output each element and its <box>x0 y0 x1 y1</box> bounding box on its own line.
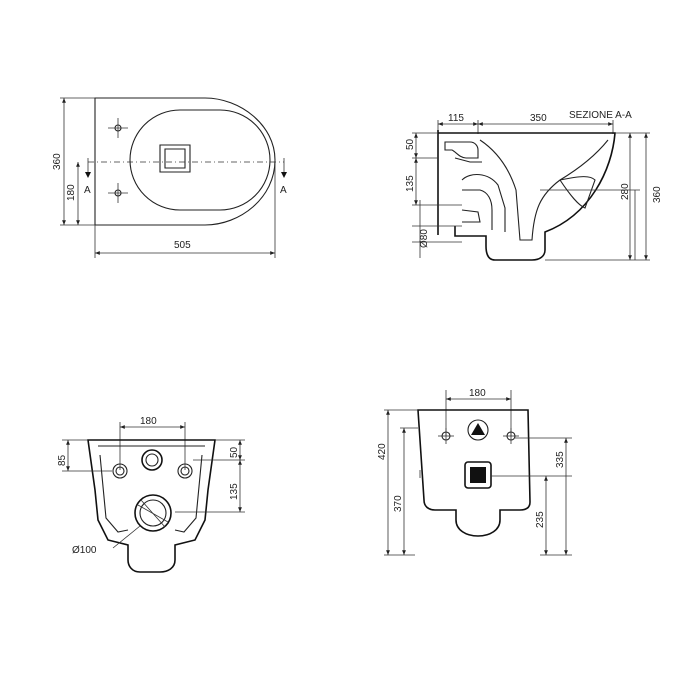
section-dim-pipe-text: Ø80 <box>419 229 430 248</box>
section-view: SEZIONE A-A 115 350 50 135 Ø80 <box>405 110 663 261</box>
section-rim-detail <box>559 176 596 209</box>
rear-fixing-hole-left <box>112 463 128 479</box>
section-trap <box>461 174 506 232</box>
top-view-dim-180-text: 180 <box>66 184 77 201</box>
rear-flush-inlet <box>141 449 163 471</box>
top-view: A A 360 180 505 <box>52 97 287 258</box>
rear-dim-outlet-leader <box>112 525 141 549</box>
section-dim-350-text: 350 <box>530 113 547 124</box>
section-outer-profile <box>438 132 616 261</box>
top-view-dim-360-text: 360 <box>52 153 63 170</box>
section-dim-115-text: 115 <box>448 113 464 124</box>
front-dim-420-text: 420 <box>377 443 388 460</box>
section-view-title: SEZIONE A-A <box>569 110 632 121</box>
front-view: 180 420 370 <box>377 388 572 556</box>
rear-view-outline <box>87 439 216 573</box>
front-dim-335-text: 335 <box>555 451 566 468</box>
top-view-section-label-left: A <box>84 185 91 196</box>
section-dim-360-text: 360 <box>652 186 663 203</box>
top-view-fixing-hole-upper <box>108 118 128 138</box>
rear-fixing-hole-right <box>177 463 193 479</box>
rear-view: 180 85 50 <box>57 416 245 573</box>
front-dim-235-text: 235 <box>535 511 546 528</box>
top-view-section-arrow-left <box>85 172 91 178</box>
rear-dim-outlet-text: Ø100 <box>72 545 97 556</box>
section-dim-50-text: 50 <box>405 138 416 150</box>
rear-dim-135-text: 135 <box>229 483 240 500</box>
rear-view-inner-walls <box>99 454 203 533</box>
rear-dim-85-text: 85 <box>57 454 68 466</box>
front-fixing-hole-left <box>438 428 454 444</box>
top-view-drain-square <box>159 144 191 173</box>
section-flush-channel <box>454 157 482 163</box>
front-fixing-hole-right <box>503 428 519 444</box>
top-view-section-label-right: A <box>280 185 287 196</box>
rear-dim-180-text: 180 <box>140 416 157 427</box>
section-dim-135-text: 135 <box>405 175 416 192</box>
front-dim-370-text: 370 <box>393 495 404 512</box>
top-view-section-arrow-right <box>281 172 287 178</box>
front-drain <box>464 461 492 489</box>
rear-dim-50-text: 50 <box>229 446 240 458</box>
front-view-outline <box>417 409 531 537</box>
section-dim-280-text: 280 <box>620 183 631 200</box>
section-inner-bowl <box>479 139 609 241</box>
front-dim-180-text: 180 <box>469 388 486 399</box>
section-flush-inlet <box>444 141 479 159</box>
top-view-bowl-rim <box>129 109 271 211</box>
top-view-dim-505-text: 505 <box>174 240 191 251</box>
front-flush-inlet <box>467 419 489 441</box>
top-view-fixing-hole-lower <box>108 183 128 203</box>
rear-outlet <box>134 494 172 532</box>
